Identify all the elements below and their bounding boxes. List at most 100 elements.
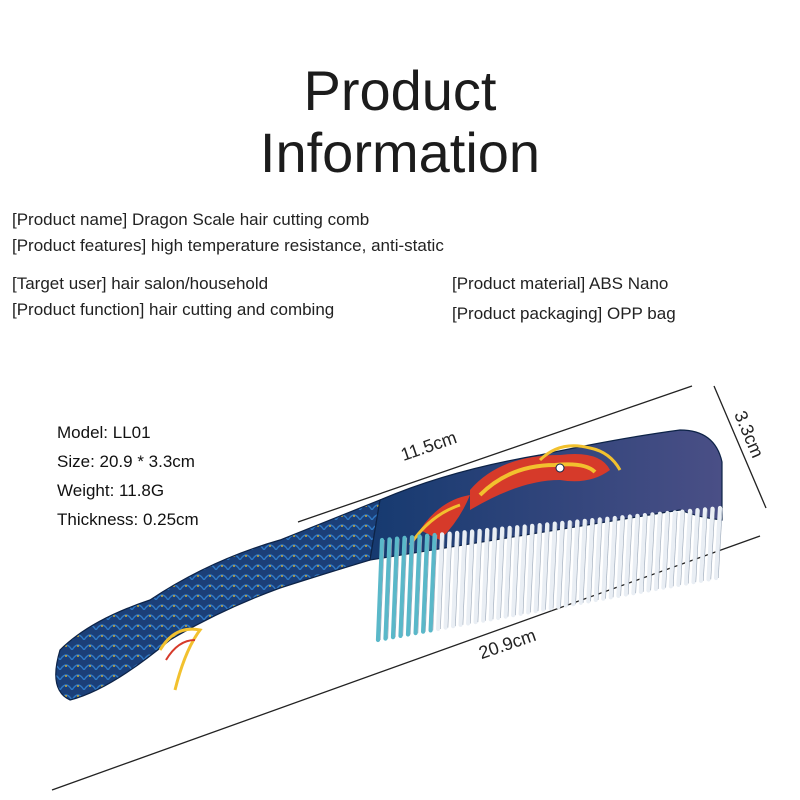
comb-tooth <box>443 531 452 630</box>
comb-tooth <box>458 530 467 627</box>
comb-tooth-edge <box>582 520 588 603</box>
comb-tooth <box>683 508 693 586</box>
comb-tooth-edge <box>417 536 423 634</box>
comb-tooth-edge <box>703 509 708 581</box>
spec-product-features: [Product features] high temperature resi… <box>12 236 444 255</box>
comb-tooth-edge <box>500 528 505 619</box>
comb-tooth <box>390 536 400 640</box>
comb-tooth <box>481 527 490 623</box>
comb-tooth <box>496 526 505 621</box>
comb-tooth <box>511 525 520 618</box>
comb-tooth <box>541 522 550 612</box>
thickness-text: Thickness: 0.25cm <box>57 510 199 529</box>
comb-tooth-edge <box>477 530 483 623</box>
comb-tooth-edge <box>440 534 445 630</box>
comb-tooth <box>653 511 663 592</box>
spec-product-name: [Product name] Dragon Scale hair cutting… <box>12 210 370 229</box>
comb-tooth <box>413 534 422 636</box>
comb-tooth <box>578 518 587 605</box>
comb-tooth-edge <box>635 515 640 594</box>
comb-tooth-edge <box>680 511 685 585</box>
comb-tooth-edge <box>485 529 490 621</box>
comb-tooth-edge <box>567 522 573 606</box>
comb-tooth <box>601 516 610 601</box>
dimension-line-total <box>51 535 761 791</box>
weight-text: Weight: 11.8G <box>57 481 165 500</box>
comb-tooth <box>451 530 460 629</box>
comb-tooth <box>713 505 723 581</box>
spec-target-user: [Target user] hair salon/household <box>12 274 269 293</box>
comb-tooth-edge <box>665 512 670 588</box>
comb-tooth <box>676 509 685 588</box>
dragon-head-ornament <box>408 444 622 546</box>
comb-tooth <box>563 520 572 608</box>
comb-tooth-edge <box>537 525 543 612</box>
comb-tooth <box>698 507 708 583</box>
comb-tooth-edge <box>507 527 513 617</box>
comb-tooth-edge <box>462 532 468 625</box>
comb-tooth <box>375 537 385 643</box>
comb-tooth <box>488 527 497 622</box>
comb-tooth-edge <box>530 525 535 613</box>
comb-tooth-edge <box>642 515 648 592</box>
comb-tooth <box>608 515 617 600</box>
comb-tooth <box>526 523 535 615</box>
comb-tooth <box>556 520 565 610</box>
comb-tooth-edge <box>402 537 408 636</box>
comb-tooth <box>503 525 512 619</box>
dimension-line-width <box>713 385 767 509</box>
comb-tooth-edge <box>492 529 498 620</box>
comb-tooth-edge <box>395 538 400 638</box>
comb-tooth-edge <box>560 522 565 607</box>
comb-tooth-edge <box>657 513 663 590</box>
comb-tooth <box>466 529 475 626</box>
comb-tooth <box>616 515 625 599</box>
comb-tooth <box>383 537 392 641</box>
handle-ornament <box>158 627 203 691</box>
comb-tooth-edge <box>597 519 603 601</box>
comb-tooth <box>473 528 482 625</box>
comb-tooth-edge <box>545 524 550 610</box>
comb-tooth <box>518 524 527 616</box>
comb-tooth-edge <box>515 527 520 616</box>
comb-tooth-edge <box>522 526 528 614</box>
title-line-2: Information <box>259 120 541 184</box>
spec-product-packaging: [Product packaging] OPP bag <box>452 304 676 323</box>
comb-tooth <box>638 512 648 594</box>
comb-tooth-edge <box>447 533 453 628</box>
handle-ornament-red <box>165 639 196 661</box>
title-line-1: Product <box>303 58 497 122</box>
comb-tooth-edge <box>718 507 723 579</box>
comb-tooth-edge <box>455 532 460 627</box>
page-title: Product Information <box>0 58 800 184</box>
spec-product-material: [Product material] ABS Nano <box>452 274 669 293</box>
comb-tooth-edge <box>688 510 693 584</box>
comb-tooth <box>623 514 633 597</box>
comb-tooth-edge <box>695 510 701 583</box>
comb-tooth <box>571 519 580 607</box>
comb-tooth <box>593 517 602 603</box>
comb-tooth <box>436 532 445 632</box>
comb-tooth-edge <box>710 508 716 580</box>
comb-tooth-edge <box>612 517 618 598</box>
comb-spine <box>369 429 723 561</box>
comb-tooth <box>428 532 437 633</box>
comb-tooth <box>631 513 640 596</box>
comb-tooth-edge <box>605 518 610 599</box>
comb-tooth-edge <box>470 531 475 624</box>
comb-tooth <box>548 521 557 611</box>
comb-tooth-edge <box>627 516 633 595</box>
comb-handle <box>55 499 381 701</box>
comb-tooth <box>706 506 715 582</box>
comb-tooth-edge <box>432 534 438 631</box>
comb-tooth-edge <box>620 517 625 596</box>
comb-tooth-edge <box>552 523 558 609</box>
comb-tooth <box>668 510 678 589</box>
comb-tooth-edge <box>672 512 678 587</box>
comb-tooth <box>398 535 407 639</box>
dimension-line-teeth <box>297 385 693 523</box>
comb-tooth <box>691 508 700 585</box>
comb-tooth-edge <box>425 535 430 632</box>
comb-body <box>55 429 723 701</box>
comb-tooth <box>646 512 655 593</box>
